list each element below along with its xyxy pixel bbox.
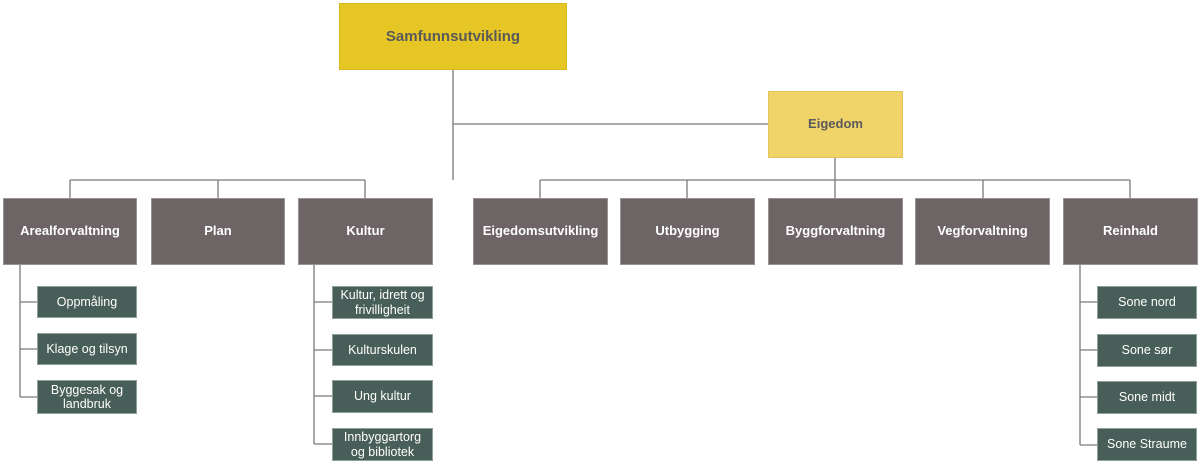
unit-label: Innbyggartorg og bibliotek (343, 430, 422, 459)
node-eigedom[interactable]: Eigedom (768, 91, 903, 158)
node-label: Byggforvaltning (785, 223, 886, 239)
node-label: Reinhald (1103, 223, 1158, 239)
unit-label: Sone sør (1121, 343, 1173, 358)
node-vegforvaltning[interactable]: Vegforvaltning (915, 198, 1050, 265)
node-utbygging[interactable]: Utbygging (620, 198, 755, 265)
unit-label: Ung kultur (354, 389, 411, 404)
node-label: Eigedomsutvikling (482, 223, 599, 239)
unit-label: Oppmåling (56, 294, 118, 309)
unit-innbyggartorg-og-bibliotek[interactable]: Innbyggartorg og bibliotek (332, 428, 433, 461)
unit-label: Sone nord (1118, 295, 1176, 310)
unit-label: Kultur, idrett og frivilligheit (340, 288, 425, 317)
node-label: Eigedom (808, 116, 863, 132)
unit-sone-sor[interactable]: Sone sør (1097, 334, 1197, 367)
node-label: Samfunnsutvikling (385, 27, 521, 45)
node-label: Utbygging (655, 223, 720, 239)
node-label: Vegforvaltning (937, 223, 1028, 239)
unit-kulturskulen[interactable]: Kulturskulen (332, 334, 433, 366)
unit-sone-midt[interactable]: Sone midt (1097, 381, 1197, 414)
unit-sone-nord[interactable]: Sone nord (1097, 286, 1197, 319)
unit-klage-og-tilsyn[interactable]: Klage og tilsyn (37, 333, 137, 365)
unit-label: Kulturskulen (348, 342, 417, 357)
node-label: Arealforvaltning (20, 223, 120, 239)
node-arealforvaltning[interactable]: Arealforvaltning (3, 198, 137, 265)
unit-byggesak-og-landbruk[interactable]: Byggesak og landbruk (37, 380, 137, 414)
unit-ung-kultur[interactable]: Ung kultur (332, 380, 433, 413)
unit-sone-straume[interactable]: Sone Straume (1097, 428, 1197, 461)
node-eigedomsutvikling[interactable]: Eigedomsutvikling (473, 198, 608, 265)
unit-label: Byggesak og landbruk (50, 382, 124, 411)
node-kultur[interactable]: Kultur (298, 198, 433, 265)
node-reinhald[interactable]: Reinhald (1063, 198, 1198, 265)
unit-label: Sone Straume (1107, 437, 1187, 452)
node-label: Plan (204, 223, 232, 239)
node-byggforvaltning[interactable]: Byggforvaltning (768, 198, 903, 265)
unit-oppmaling[interactable]: Oppmåling (37, 286, 137, 318)
node-plan[interactable]: Plan (151, 198, 285, 265)
unit-label: Sone midt (1118, 390, 1176, 405)
unit-label: Klage og tilsyn (46, 341, 128, 356)
node-samfunnsutvikling[interactable]: Samfunnsutvikling (339, 3, 567, 70)
unit-kultur-idrett-frivilligheit[interactable]: Kultur, idrett og frivilligheit (332, 286, 433, 319)
node-label: Kultur (346, 223, 385, 239)
